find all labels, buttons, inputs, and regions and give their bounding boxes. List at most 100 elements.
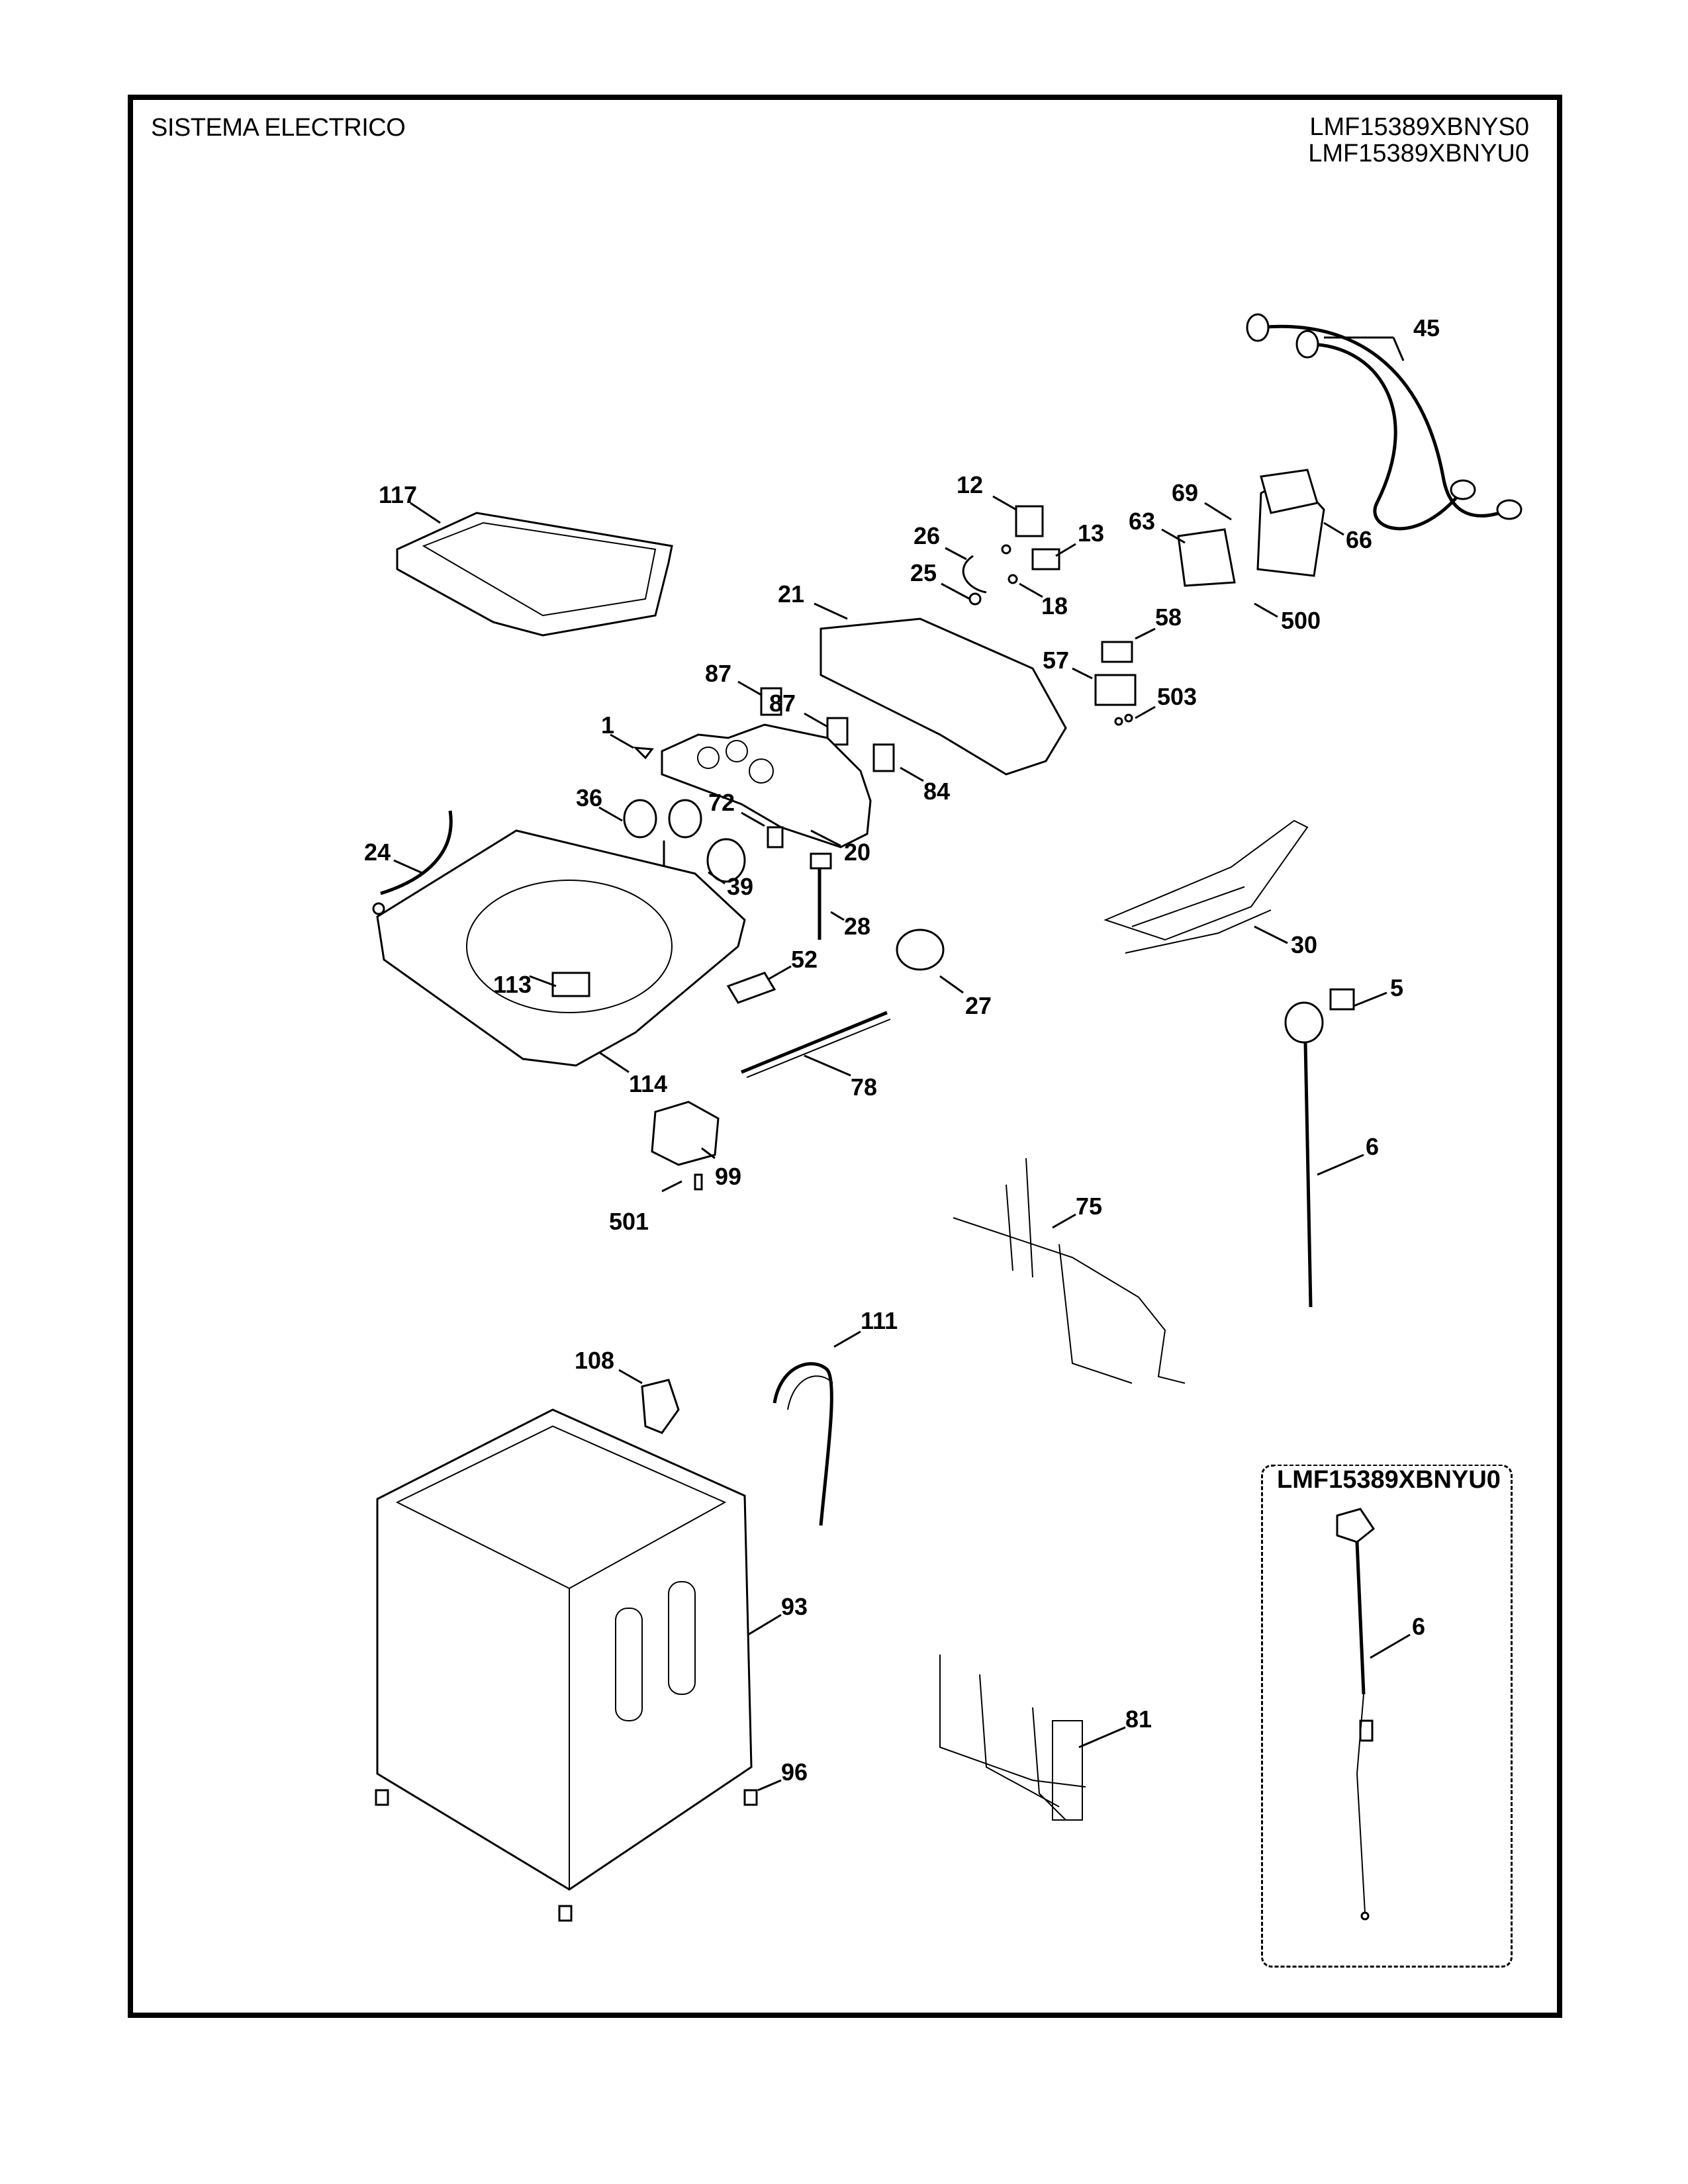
leader-line — [747, 1614, 782, 1636]
part-water-valve — [962, 505, 1060, 606]
callout-18: 18 — [1041, 592, 1068, 619]
part-switches — [760, 687, 895, 772]
leader-line — [804, 712, 828, 728]
leader-line — [1055, 543, 1076, 557]
callout-113: 113 — [493, 971, 532, 998]
leader-line — [610, 733, 634, 749]
callout-87: 87 — [705, 660, 731, 687]
part-lid — [396, 512, 673, 637]
leader-line — [941, 582, 970, 600]
leader-line — [708, 871, 726, 885]
leader-line — [661, 1180, 682, 1193]
part-lid-switch — [810, 852, 832, 940]
part-inlet-hoses — [1246, 313, 1523, 531]
callout-58: 58 — [1155, 604, 1182, 631]
callout-28: 28 — [844, 913, 870, 940]
leader-line — [618, 1369, 643, 1385]
leader-line — [1323, 522, 1344, 536]
callout-36: 36 — [576, 784, 602, 811]
callout-72: 72 — [708, 789, 735, 816]
leader-line — [598, 806, 623, 822]
part-power-cord-variant — [1336, 1508, 1376, 1921]
leader-line — [830, 911, 845, 921]
callout-20: 20 — [844, 839, 870, 866]
callout-87: 87 — [769, 690, 796, 717]
callout-1: 1 — [601, 711, 614, 739]
leader-line — [1078, 1726, 1126, 1749]
leader-line — [1019, 582, 1043, 598]
callout-66: 66 — [1346, 526, 1372, 553]
callout-503: 503 — [1157, 683, 1197, 710]
leader-line — [598, 1051, 630, 1073]
callout-26: 26 — [914, 522, 940, 549]
callout-84: 84 — [923, 778, 950, 805]
part-sensor-bracket — [1094, 641, 1137, 726]
callout-108: 108 — [575, 1347, 614, 1374]
leader-line — [945, 547, 967, 561]
callout-52: 52 — [791, 946, 818, 973]
diagram-title: SISTEMA ELECTRICO — [151, 114, 406, 142]
leader-line — [1370, 1633, 1411, 1659]
part-lid-lock — [651, 1101, 720, 1191]
leader-line — [814, 602, 848, 620]
part-knobs — [623, 799, 784, 883]
callout-12: 12 — [957, 471, 983, 498]
callout-45: 45 — [1413, 314, 1440, 341]
part-main-harness — [1103, 819, 1309, 954]
leader-line — [810, 829, 841, 847]
part-mount-bracket — [641, 1379, 680, 1434]
leader-line — [410, 502, 441, 524]
leader-line — [1135, 705, 1156, 719]
callout-6: 6 — [1366, 1133, 1379, 1160]
callout-27: 27 — [965, 992, 992, 1019]
part-leveling-legs — [375, 1789, 758, 1922]
leader-line — [1135, 627, 1156, 640]
callout-78: 78 — [851, 1073, 877, 1101]
callout-24: 24 — [364, 839, 391, 866]
leader-line — [737, 680, 762, 696]
part-cabinet — [376, 1408, 753, 1891]
callout-75: 75 — [1076, 1193, 1102, 1220]
part-control-panel — [633, 723, 872, 848]
leader-line — [833, 1330, 861, 1348]
part-dispenser-assembly — [1177, 469, 1325, 587]
leader-line — [767, 965, 792, 981]
callout-96: 96 — [781, 1758, 808, 1786]
part-harness — [953, 1158, 1186, 1384]
callout-111: 111 — [861, 1307, 898, 1334]
callout-5: 5 — [1390, 974, 1403, 1001]
model-number: LMF15389XBNYS0 — [1309, 113, 1529, 141]
callout-30: 30 — [1291, 931, 1317, 958]
leader-line — [939, 975, 964, 994]
callout-93: 93 — [781, 1593, 808, 1620]
callout-81: 81 — [1125, 1706, 1152, 1733]
callout-25: 25 — [910, 559, 937, 586]
part-pressure-tube — [741, 1011, 891, 1078]
leader-line — [1317, 1154, 1364, 1176]
callout-69: 69 — [1172, 479, 1198, 506]
part-drain-hose — [773, 1362, 833, 1526]
model-numbers: LMF15389XBNYS0 LMF15389XBNYU0 — [1308, 114, 1529, 167]
leader-line — [1072, 667, 1093, 680]
callout-501: 501 — [609, 1208, 649, 1235]
leader-line — [757, 1779, 782, 1792]
part-bracket — [726, 972, 776, 1004]
callout-21: 21 — [778, 580, 804, 608]
part-cord — [372, 810, 453, 915]
callout-114: 114 — [629, 1070, 667, 1097]
callout-99: 99 — [715, 1163, 741, 1190]
leader-line — [1204, 502, 1232, 521]
leader-line — [1254, 602, 1278, 618]
callout-13: 13 — [1078, 520, 1104, 547]
leader-line — [900, 766, 924, 782]
callout-57: 57 — [1043, 647, 1069, 674]
page-border — [128, 95, 1562, 2018]
part-top-cover — [376, 829, 746, 1067]
leader-line — [393, 859, 424, 875]
leader-line — [1052, 1213, 1076, 1229]
part-backsplash — [820, 617, 1067, 776]
leader-line — [1392, 337, 1405, 361]
leader-line — [529, 975, 557, 987]
variant-inset-title: LMF15389XBNYU0 — [1274, 1466, 1503, 1494]
